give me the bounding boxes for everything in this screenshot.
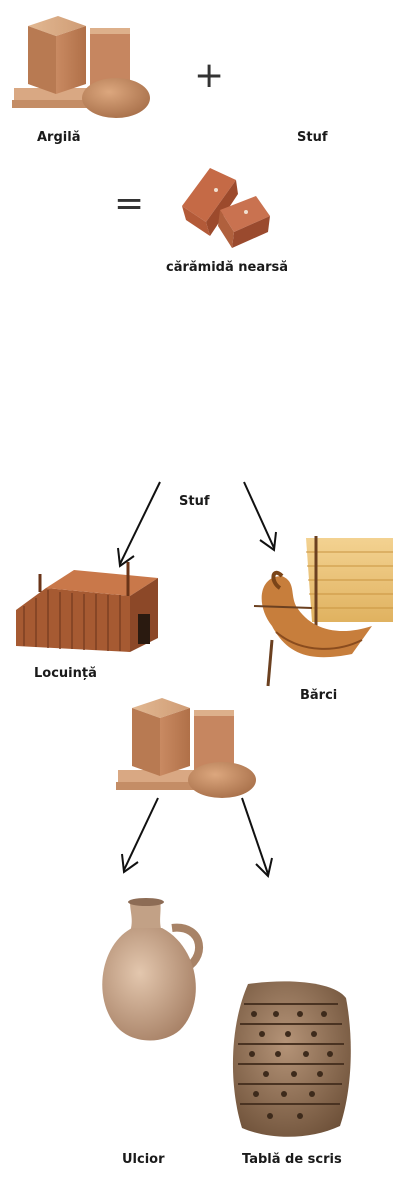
arrow-clay-right xyxy=(238,796,278,880)
writing-tablet-image xyxy=(230,980,352,1140)
equals-operator: = xyxy=(114,186,144,222)
reed-center-label: Stuf xyxy=(179,494,210,509)
clay-block-image-2 xyxy=(110,696,262,800)
clay-label: Argilă xyxy=(37,130,80,145)
plus-operator: + xyxy=(194,58,224,94)
reed-label: Stuf xyxy=(297,130,328,145)
boats-label: Bărci xyxy=(300,688,337,703)
mud-brick-label: cărămidă nearsă xyxy=(166,260,288,275)
clay-jug-image xyxy=(96,898,210,1046)
reed-image-small xyxy=(262,4,357,128)
house-label: Locuință xyxy=(34,666,97,681)
arrow-clay-left xyxy=(118,796,162,876)
reed-image-large xyxy=(125,300,273,478)
mud-bricks-image xyxy=(176,160,274,252)
jug-label: Ulcior xyxy=(122,1152,165,1167)
tablet-label: Tablă de scris xyxy=(242,1152,342,1167)
reed-boat-image xyxy=(252,536,393,686)
clay-block-image xyxy=(8,12,156,120)
reed-house-image xyxy=(10,548,160,656)
